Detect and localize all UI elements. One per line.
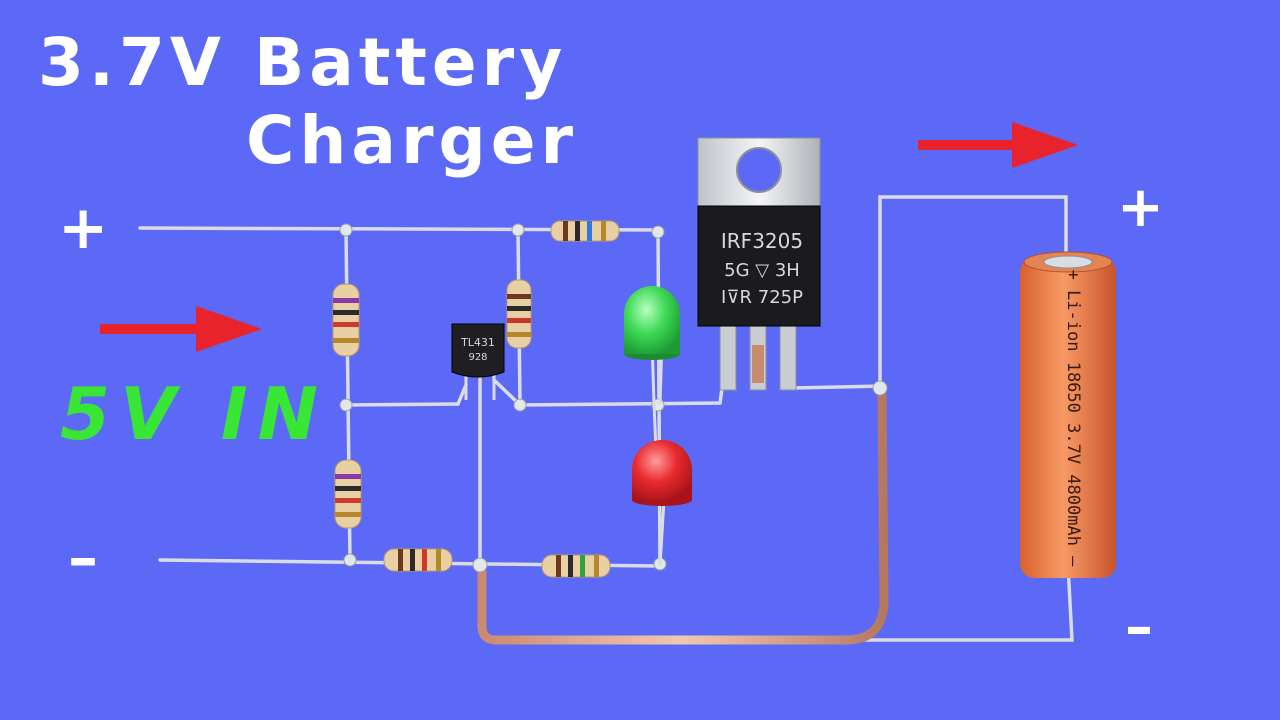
- tl431-regulator: TL431 928: [451, 323, 505, 400]
- input-plus-sign: +: [58, 193, 109, 263]
- resistor-top: [550, 220, 620, 242]
- copper-wire: [477, 387, 889, 645]
- resistor-left-upper: [332, 283, 360, 357]
- input-voltage-label: 5V IN: [60, 372, 328, 456]
- arrow-output: [918, 122, 1078, 168]
- battery-minus-sign: –: [1125, 595, 1153, 660]
- mosfet-irf3205: IRF3205 5G ▽ 3H I⊽R 725P: [697, 137, 821, 391]
- resistor-left-lower: [334, 459, 362, 529]
- mosfet-text-2: 5G ▽ 3H: [724, 260, 800, 281]
- solder-joints: [339, 223, 888, 573]
- title-line-1: 3.7V Battery: [38, 24, 568, 101]
- led-green: [624, 286, 680, 405]
- arrow-input: [100, 306, 262, 352]
- tl431-text-1: TL431: [460, 336, 495, 349]
- resistor-middle: [506, 279, 532, 349]
- battery-label: + Li-ion 18650 3.7V 4800mAh –: [1063, 270, 1083, 568]
- mosfet-text-1: IRF3205: [721, 229, 803, 253]
- input-minus-sign: –: [68, 523, 98, 593]
- battery-18650: + Li-ion 18650 3.7V 4800mAh –: [1020, 251, 1116, 578]
- tl431-text-2: 928: [468, 352, 487, 363]
- resistor-bottom-right: [541, 554, 611, 578]
- resistor-bottom-left: [383, 548, 453, 572]
- battery-plus-sign: +: [1117, 175, 1164, 240]
- mosfet-text-3: I⊽R 725P: [721, 287, 803, 308]
- led-red: [632, 403, 692, 567]
- title-line-2: Charger: [246, 102, 579, 179]
